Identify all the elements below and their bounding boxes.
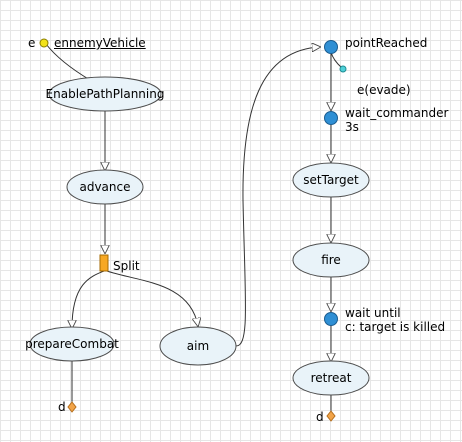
wait-commander-label: wait_commander 3s — [345, 106, 449, 134]
evade-link — [330, 51, 343, 69]
event-name-label[interactable]: ennemyVehicle — [54, 36, 146, 50]
end-marker-left-label: d — [58, 400, 66, 414]
state-fire[interactable]: fire — [292, 242, 370, 278]
state-label: aim — [187, 339, 209, 353]
state-enable-path-planning[interactable]: EnablePathPlanning — [46, 76, 165, 112]
evade-label: e(evade) — [357, 83, 411, 97]
junction-wait-commander[interactable] — [324, 111, 338, 125]
end-diamond-left[interactable] — [67, 401, 77, 413]
state-aim[interactable]: aim — [159, 326, 237, 366]
state-set-target[interactable]: setTarget — [292, 162, 370, 198]
end-marker-right-label: d — [316, 410, 324, 424]
state-label: fire — [321, 253, 341, 267]
event-trigger-dot[interactable] — [39, 38, 49, 48]
state-advance[interactable]: advance — [66, 169, 144, 205]
split-label: Split — [113, 259, 140, 273]
aim-to-pointreached-transition[interactable] — [235, 47, 320, 347]
state-label: advance — [79, 180, 130, 194]
event-to-planning-link — [45, 43, 91, 81]
transitions — [45, 43, 343, 411]
junction-point-reached[interactable] — [324, 40, 338, 54]
split-bar[interactable] — [99, 254, 109, 272]
point-reached-label: pointReached — [345, 36, 428, 50]
split-to-preparecombat-transition[interactable] — [72, 270, 105, 328]
state-label: EnablePathPlanning — [46, 87, 165, 101]
state-label: retreat — [311, 371, 352, 385]
state-retreat[interactable]: retreat — [292, 360, 370, 396]
state-label: setTarget — [303, 173, 359, 187]
evade-trigger-dot[interactable] — [339, 65, 347, 73]
state-label: prepareCombat — [25, 337, 119, 351]
event-marker-label: e — [28, 36, 36, 50]
state-prepare-combat[interactable]: prepareCombat — [25, 326, 119, 362]
wait-until-label: wait until c: target is killed — [345, 306, 446, 334]
end-diamond-right[interactable] — [326, 410, 336, 422]
junction-wait-until[interactable] — [324, 312, 338, 326]
split-to-aim-transition[interactable] — [106, 270, 198, 326]
